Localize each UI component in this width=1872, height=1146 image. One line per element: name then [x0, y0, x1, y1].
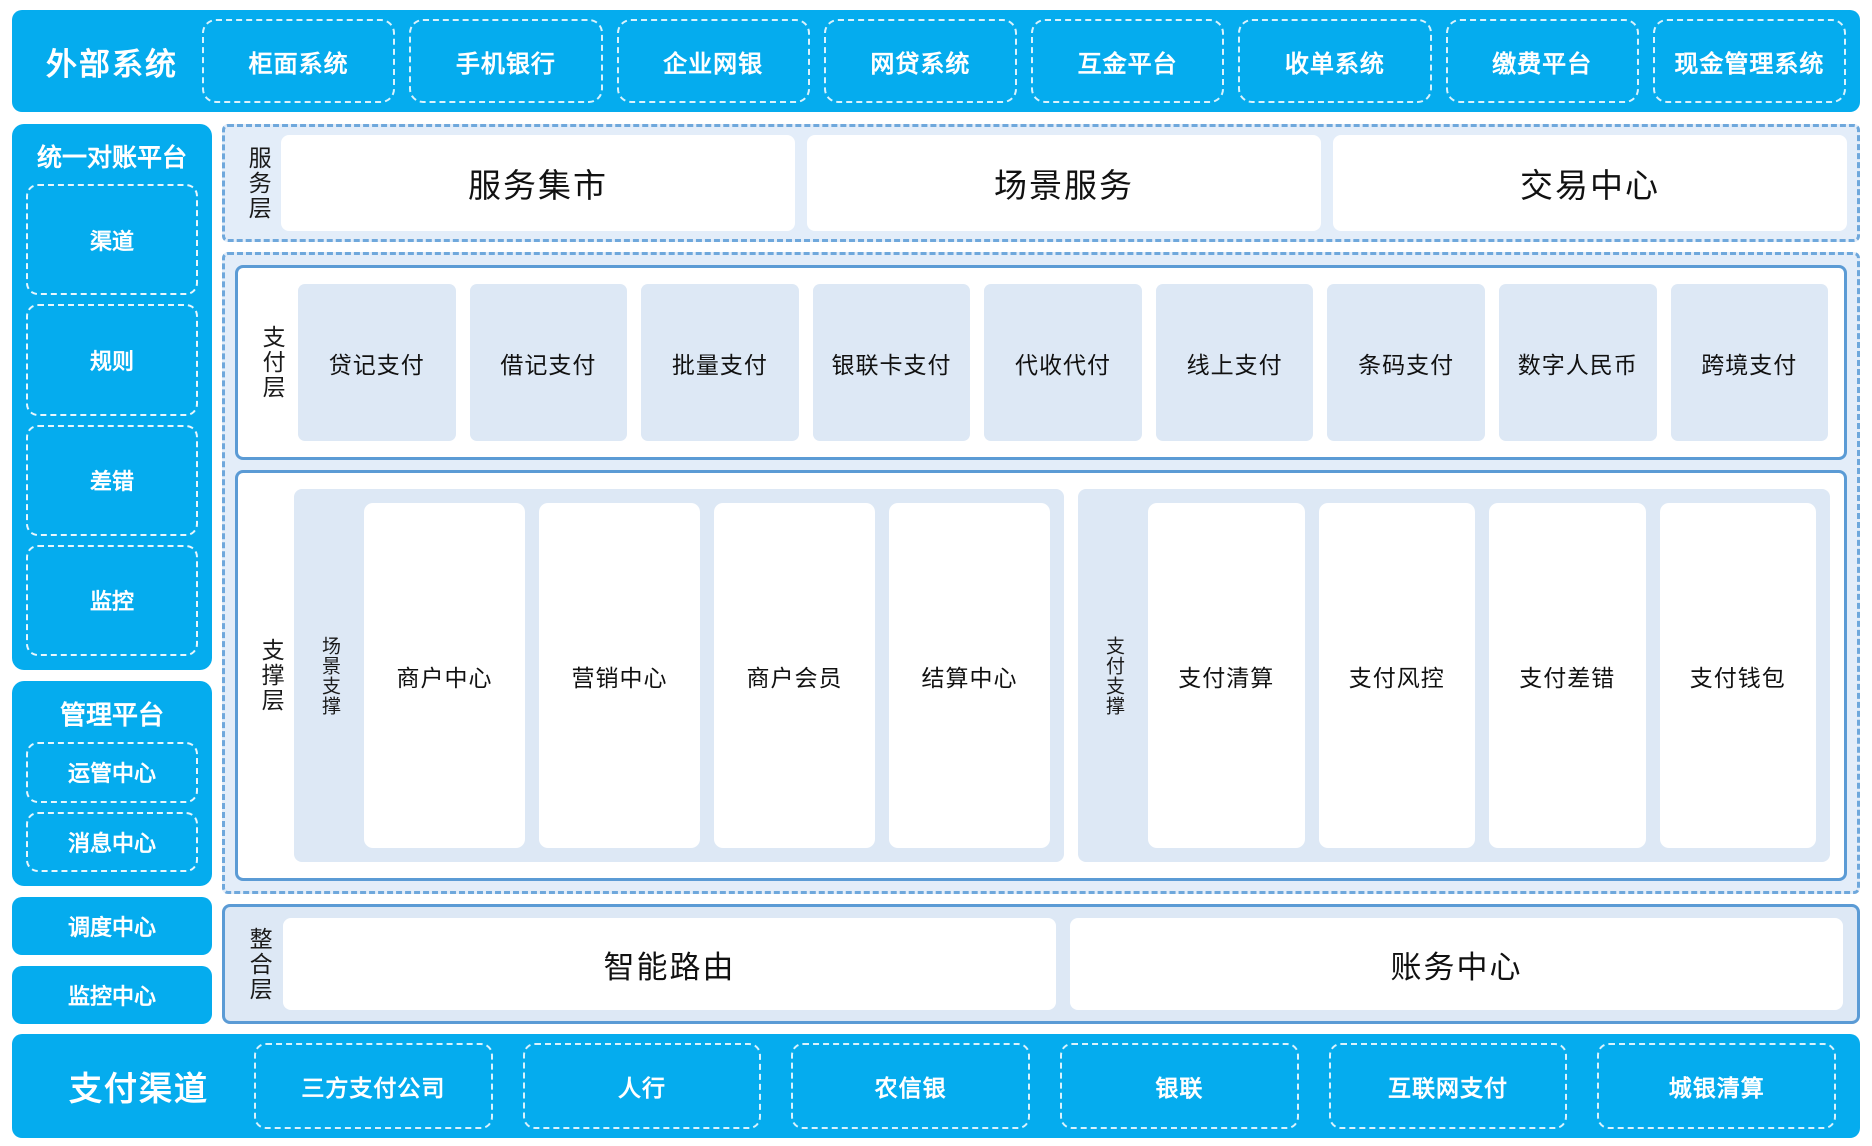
support-card-merchant-center[interactable]: 商户中心	[364, 503, 526, 848]
support-layer-groups: 场景支撑 商户中心 营销中心 商户会员 结算中心 支付支撑 支付清算	[292, 483, 1832, 868]
payment-card-digital-rmb[interactable]: 数字人民币	[1498, 284, 1657, 441]
sidebar-item-message-center[interactable]: 消息中心	[26, 811, 198, 872]
service-layer-label: 服务层	[245, 145, 272, 221]
external-system-item[interactable]: 现金管理系统	[1652, 19, 1846, 103]
left-sidebar: 统一对账平台 渠道 规则 差错 监控 管理平台 运管中心 消息中心 调度中心 监…	[12, 124, 212, 1024]
management-platform-title: 管理平台	[59, 700, 164, 730]
sidebar-panel-management: 管理平台 运管中心 消息中心	[12, 681, 212, 886]
payment-channel-title: 支付渠道	[69, 1070, 209, 1107]
payment-card-debit[interactable]: 借记支付	[469, 284, 628, 441]
sidebar-item-monitor[interactable]: 监控	[26, 544, 198, 656]
sidebar-item-channel[interactable]: 渠道	[26, 184, 198, 296]
payment-card-batch[interactable]: 批量支付	[641, 284, 799, 441]
service-card-transaction[interactable]: 交易中心	[1333, 135, 1847, 231]
integration-card-smart-routing[interactable]: 智能路由	[283, 918, 1056, 1010]
sidebar-item-operations-center[interactable]: 运管中心	[26, 742, 198, 803]
support-card-payment-error[interactable]: 支付差错	[1489, 503, 1646, 848]
external-system-item[interactable]: 缴费平台	[1445, 19, 1639, 103]
integration-card-accounting-center[interactable]: 账务中心	[1070, 918, 1843, 1010]
sidebar-item-monitoring-center[interactable]: 监控中心	[12, 966, 212, 1024]
support-card-merchant-member[interactable]: 商户会员	[714, 503, 876, 848]
external-system-item[interactable]: 企业网银	[616, 19, 810, 103]
sidebar-item-error[interactable]: 差错	[26, 424, 198, 536]
external-systems-title: 外部系统	[46, 46, 178, 82]
service-layer-group: 服务层 服务集市 场景服务 交易中心	[222, 124, 1860, 242]
external-system-item[interactable]: 柜面系统	[202, 19, 396, 103]
payment-channel-item[interactable]: 人行	[522, 1043, 762, 1129]
sidebar-item-scheduling-center[interactable]: 调度中心	[12, 897, 212, 955]
support-layer-label: 支撑层	[258, 638, 285, 713]
payment-card-collection-payment[interactable]: 代收代付	[984, 284, 1142, 441]
support-card-payment-risk[interactable]: 支付风控	[1318, 503, 1476, 848]
scene-support-label: 场景支撑	[318, 635, 340, 716]
integration-layer-label: 整合层	[246, 926, 273, 1002]
external-system-item[interactable]: 网贷系统	[823, 19, 1017, 103]
payment-channel-item[interactable]: 互联网支付	[1328, 1043, 1568, 1129]
payment-channel-item[interactable]: 城银清算	[1597, 1043, 1837, 1129]
payment-support-cards: 支付清算 支付风控 支付差错 支付钱包	[1148, 503, 1816, 848]
support-card-payment-wallet[interactable]: 支付钱包	[1659, 503, 1816, 848]
reconciliation-items: 渠道 规则 差错 监控	[26, 184, 198, 656]
payment-support-label: 支付支撑	[1103, 635, 1125, 716]
integration-layer-panel: 整合层 智能路由 账务中心	[222, 904, 1860, 1024]
payment-card-barcode[interactable]: 条码支付	[1327, 284, 1485, 441]
management-items: 运管中心 消息中心	[26, 742, 198, 872]
integration-layer-cards: 智能路由 账务中心	[281, 915, 1845, 1013]
payment-layer-cards: 贷记支付 借记支付 批量支付 银联卡支付 代收代付 线上支付 条码支付 数字人民…	[294, 278, 1832, 447]
external-system-item[interactable]: 手机银行	[409, 19, 603, 103]
payment-channel-banner: 支付渠道 三方支付公司 人行 农信银 银联 互联网支付 城银清算	[12, 1034, 1860, 1138]
payment-card-credit[interactable]: 贷记支付	[298, 284, 456, 441]
support-card-settlement-center[interactable]: 结算中心	[889, 503, 1051, 848]
external-systems-list: 柜面系统 手机银行 企业网银 网贷系统 互金平台 收单系统 缴费平台 现金管理系…	[202, 19, 1846, 103]
sidebar-panel-reconciliation: 统一对账平台 渠道 规则 差错 监控	[12, 124, 212, 670]
payment-card-unionpay[interactable]: 银联卡支付	[812, 284, 971, 441]
sidebar-item-rules[interactable]: 规则	[26, 304, 198, 416]
scene-support-cards: 商户中心 营销中心 商户会员 结算中心	[364, 503, 1051, 848]
payment-channel-item[interactable]: 农信银	[791, 1043, 1031, 1129]
payment-card-online[interactable]: 线上支付	[1155, 284, 1314, 441]
support-group-payment: 支付支撑 支付清算 支付风控 支付差错 支付钱包	[1078, 489, 1830, 862]
service-card-market[interactable]: 服务集市	[281, 135, 795, 231]
support-card-payment-clearing[interactable]: 支付清算	[1148, 503, 1305, 848]
reconciliation-platform-title: 统一对账平台	[36, 144, 187, 172]
payment-layer-label: 支付层	[259, 325, 286, 400]
payment-channel-list: 三方支付公司 人行 农信银 银联 互联网支付 城银清算	[254, 1043, 1837, 1129]
external-system-item[interactable]: 互金平台	[1031, 19, 1225, 103]
external-systems-banner: 外部系统 柜面系统 手机银行 企业网银 网贷系统 互金平台 收单系统 缴费平台 …	[12, 10, 1860, 112]
external-system-item[interactable]: 收单系统	[1238, 19, 1432, 103]
payment-channel-item[interactable]: 三方支付公司	[254, 1043, 493, 1129]
middle-region: 统一对账平台 渠道 规则 差错 监控 管理平台 运管中心 消息中心 调度中心 监…	[12, 124, 1860, 1024]
support-card-marketing-center[interactable]: 营销中心	[539, 503, 701, 848]
service-card-scene[interactable]: 场景服务	[807, 135, 1321, 231]
main-column: 服务层 服务集市 场景服务 交易中心 支付层 贷记支付 借记支付 批量支付 银联…	[222, 124, 1860, 1024]
support-group-scene: 场景支撑 商户中心 营销中心 商户会员 结算中心	[294, 489, 1065, 862]
service-layer-cards: 服务集市 场景服务 交易中心	[281, 135, 1847, 231]
payment-layer-panel: 支付层 贷记支付 借记支付 批量支付 银联卡支付 代收代付 线上支付 条码支付 …	[235, 265, 1847, 460]
payment-channel-item[interactable]: 银联	[1060, 1043, 1299, 1129]
payment-card-cross-border[interactable]: 跨境支付	[1670, 284, 1829, 441]
core-layer-group: 支付层 贷记支付 借记支付 批量支付 银联卡支付 代收代付 线上支付 条码支付 …	[222, 252, 1860, 894]
support-layer-panel: 支撑层 场景支撑 商户中心 营销中心 商户会员 结算中心	[235, 470, 1847, 881]
